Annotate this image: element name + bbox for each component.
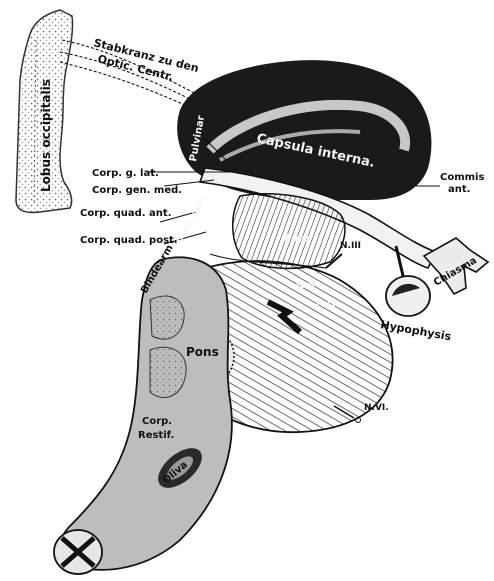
- label-corp-g-lat: Corp. g. lat.: [92, 168, 159, 179]
- label-pons: Pons: [186, 345, 219, 359]
- label-corp-quad-ant: Corp. quad. ant.: [80, 208, 172, 219]
- label-n-iv: N.IV: [316, 299, 337, 309]
- label-corp-restif-line1: Corp.: [142, 416, 172, 427]
- label-vord-arm: Vord. Arm.: [176, 193, 210, 246]
- label-fuss: Fuss: [284, 232, 312, 245]
- medulla-cross-section: [54, 530, 102, 574]
- label-corp-gen-med: Corp. gen. med.: [92, 185, 182, 196]
- label-lobus-occipitalis: Lobus occipitalis: [39, 79, 53, 192]
- label-n-vi: N.VI.: [364, 403, 389, 413]
- label-corp-quad-post: Corp. quad. post.: [80, 235, 178, 246]
- label-n-iii: N.III: [340, 241, 361, 251]
- medulla-shape: [60, 257, 232, 569]
- label-n-v: N.V: [296, 280, 316, 291]
- label-commissura-ant-line2: ant.: [448, 184, 470, 195]
- label-corp-restif-line2: Restif.: [138, 430, 174, 441]
- label-commissura-ant-line1: Commis: [440, 172, 484, 183]
